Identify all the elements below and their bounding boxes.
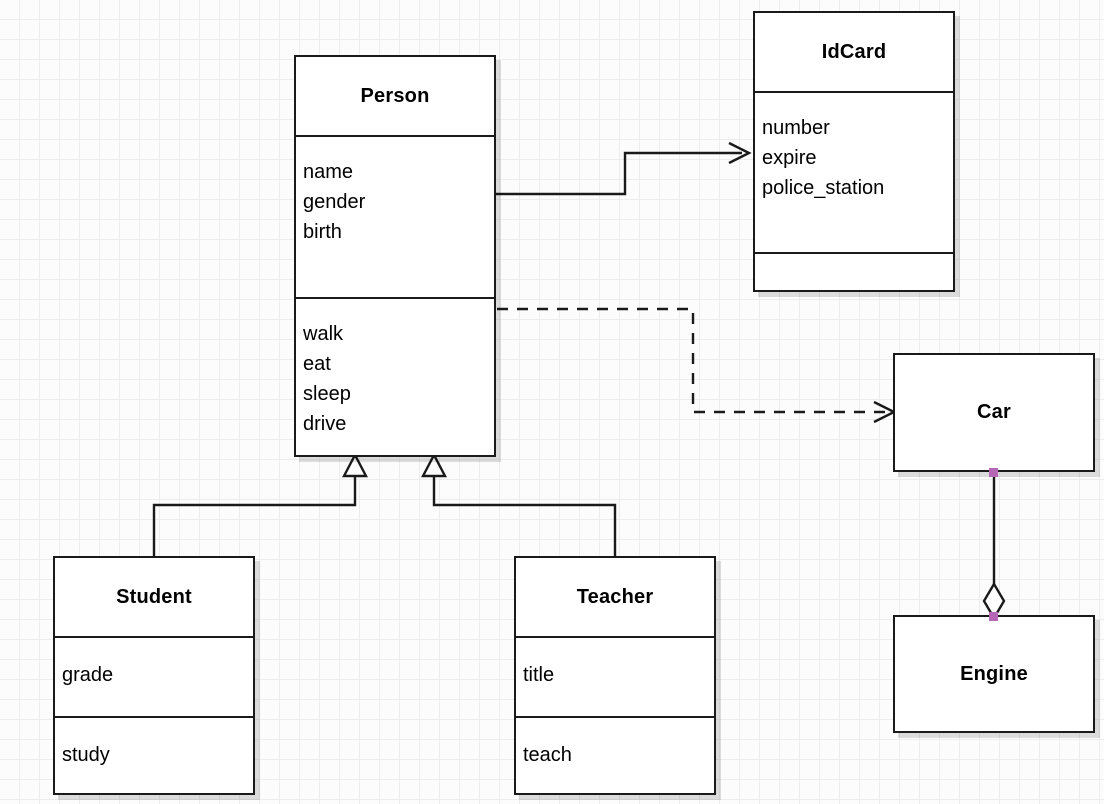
class-name-teacher: Teacher [576,585,654,608]
attributes-person: name gender birth [296,135,494,297]
operation-item: walk [303,323,344,345]
hollow-triangle-arrowhead-icon [342,452,368,478]
attribute-item: number [762,117,830,139]
operations-teacher: teach [516,716,714,793]
connector-student-person[interactable] [152,452,368,556]
connector-teacher-person[interactable] [421,452,617,556]
attributes-idcard: number expire police_station [755,91,953,252]
connector-endpoint-handle-car[interactable] [989,468,998,477]
class-box-engine[interactable]: Engine [893,615,1095,733]
class-box-teacher[interactable]: Teacher title teach [514,556,716,795]
connector-endpoint-handle-engine[interactable] [989,612,998,621]
connector-person-idcard[interactable] [496,141,752,196]
operation-item: teach [523,744,572,766]
class-box-idcard[interactable]: IdCard number expire police_station [753,11,955,292]
operations-idcard [755,252,953,290]
class-name-person: Person [360,84,430,107]
operation-item: eat [303,353,331,375]
class-name-student: Student [116,585,192,608]
attribute-item: title [523,664,555,686]
connector-car-engine[interactable] [982,472,1006,621]
attribute-item: name [303,161,354,183]
operation-item: sleep [303,383,351,405]
class-box-person[interactable]: Person name gender birth walk eat sleep … [294,55,496,457]
class-name-car: Car [977,401,1011,423]
attributes-student: grade [55,636,253,716]
attribute-item: expire [762,147,817,169]
attribute-item: grade [62,664,114,686]
class-name-idcard: IdCard [821,40,887,63]
attribute-item: police_station [762,177,885,199]
operations-person: walk eat sleep drive [296,297,494,455]
operation-item: study [62,744,110,766]
class-name-engine: Engine [960,662,1028,685]
hollow-triangle-arrowhead-icon [421,452,447,478]
attribute-item: gender [303,191,366,213]
operation-item: drive [303,413,347,435]
connector-person-car[interactable] [497,307,897,424]
attribute-item: birth [303,221,342,243]
class-box-car[interactable]: Car [893,353,1095,472]
open-arrowhead-icon [728,141,752,165]
operations-student: study [55,716,253,793]
attributes-teacher: title [516,636,714,716]
class-box-student[interactable]: Student grade study [53,556,255,795]
